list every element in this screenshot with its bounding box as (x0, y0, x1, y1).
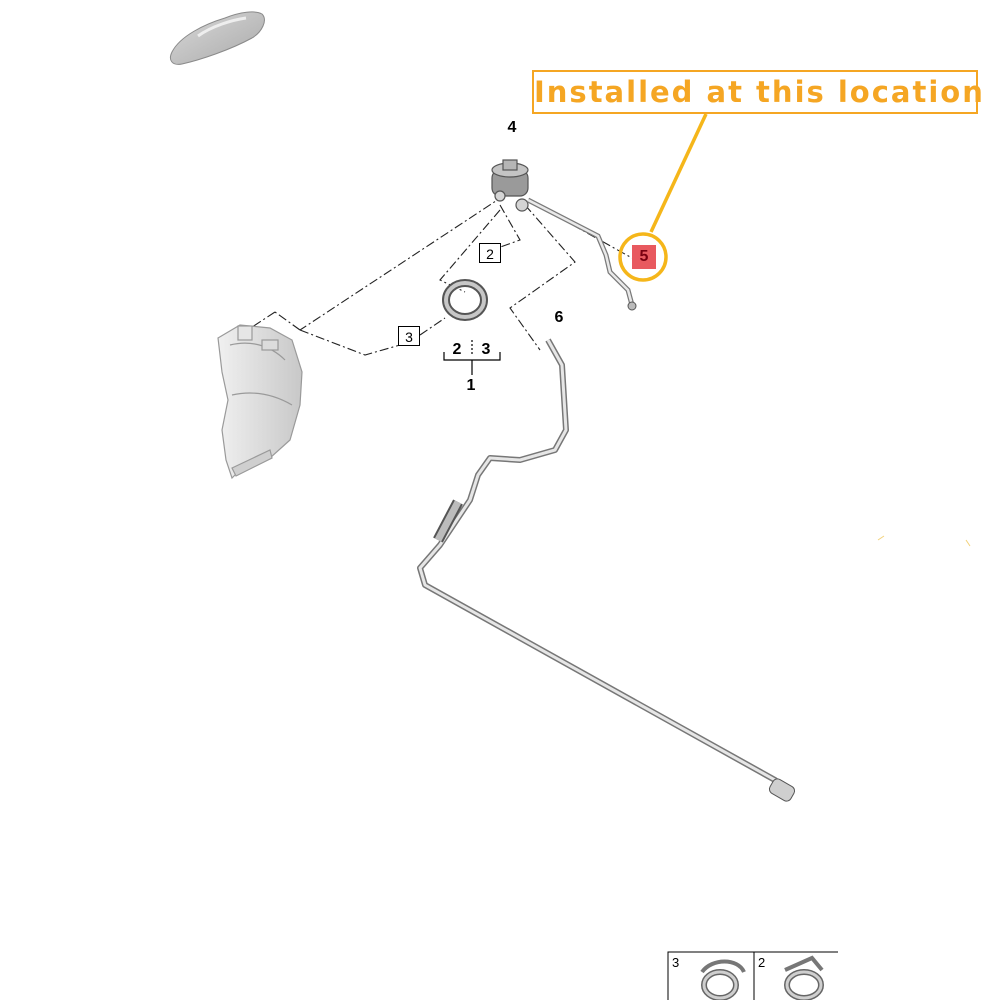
sensor-valve-icon (491, 159, 529, 212)
group-bracket (443, 340, 501, 375)
part-5-highlight[interactable]: 5 (632, 245, 656, 269)
callout-leader (649, 113, 708, 233)
part-number-6[interactable]: 6 (554, 309, 564, 326)
pipe-line-icon (417, 338, 796, 802)
thumbnail-label-3: 3 (672, 955, 680, 970)
thumbnail-strip (667, 951, 838, 1000)
pipe-part-5 (526, 197, 637, 311)
thumbnail-label-2: 2 (758, 955, 766, 970)
stray-mark (877, 535, 885, 541)
part-number-4[interactable]: 4 (507, 119, 517, 136)
car-silhouette-icon (169, 11, 265, 65)
stray-mark (965, 539, 971, 547)
part-box-2[interactable]: 2 (479, 243, 501, 263)
leader-lines (239, 194, 633, 356)
part-number-3[interactable]: 3 (481, 341, 491, 358)
installed-location-callout: Installed at this location (532, 70, 983, 114)
coolant-reservoir-icon (217, 324, 303, 480)
highlight-ring (618, 232, 668, 282)
thumbnail-clamp-3 (700, 959, 746, 1000)
hose-clamp-icon (442, 279, 488, 321)
part-number-2[interactable]: 2 (452, 341, 462, 358)
thumbnail-clamp-2 (784, 955, 824, 1000)
part-number-1[interactable]: 1 (466, 377, 476, 394)
part-box-3[interactable]: 3 (398, 326, 420, 346)
